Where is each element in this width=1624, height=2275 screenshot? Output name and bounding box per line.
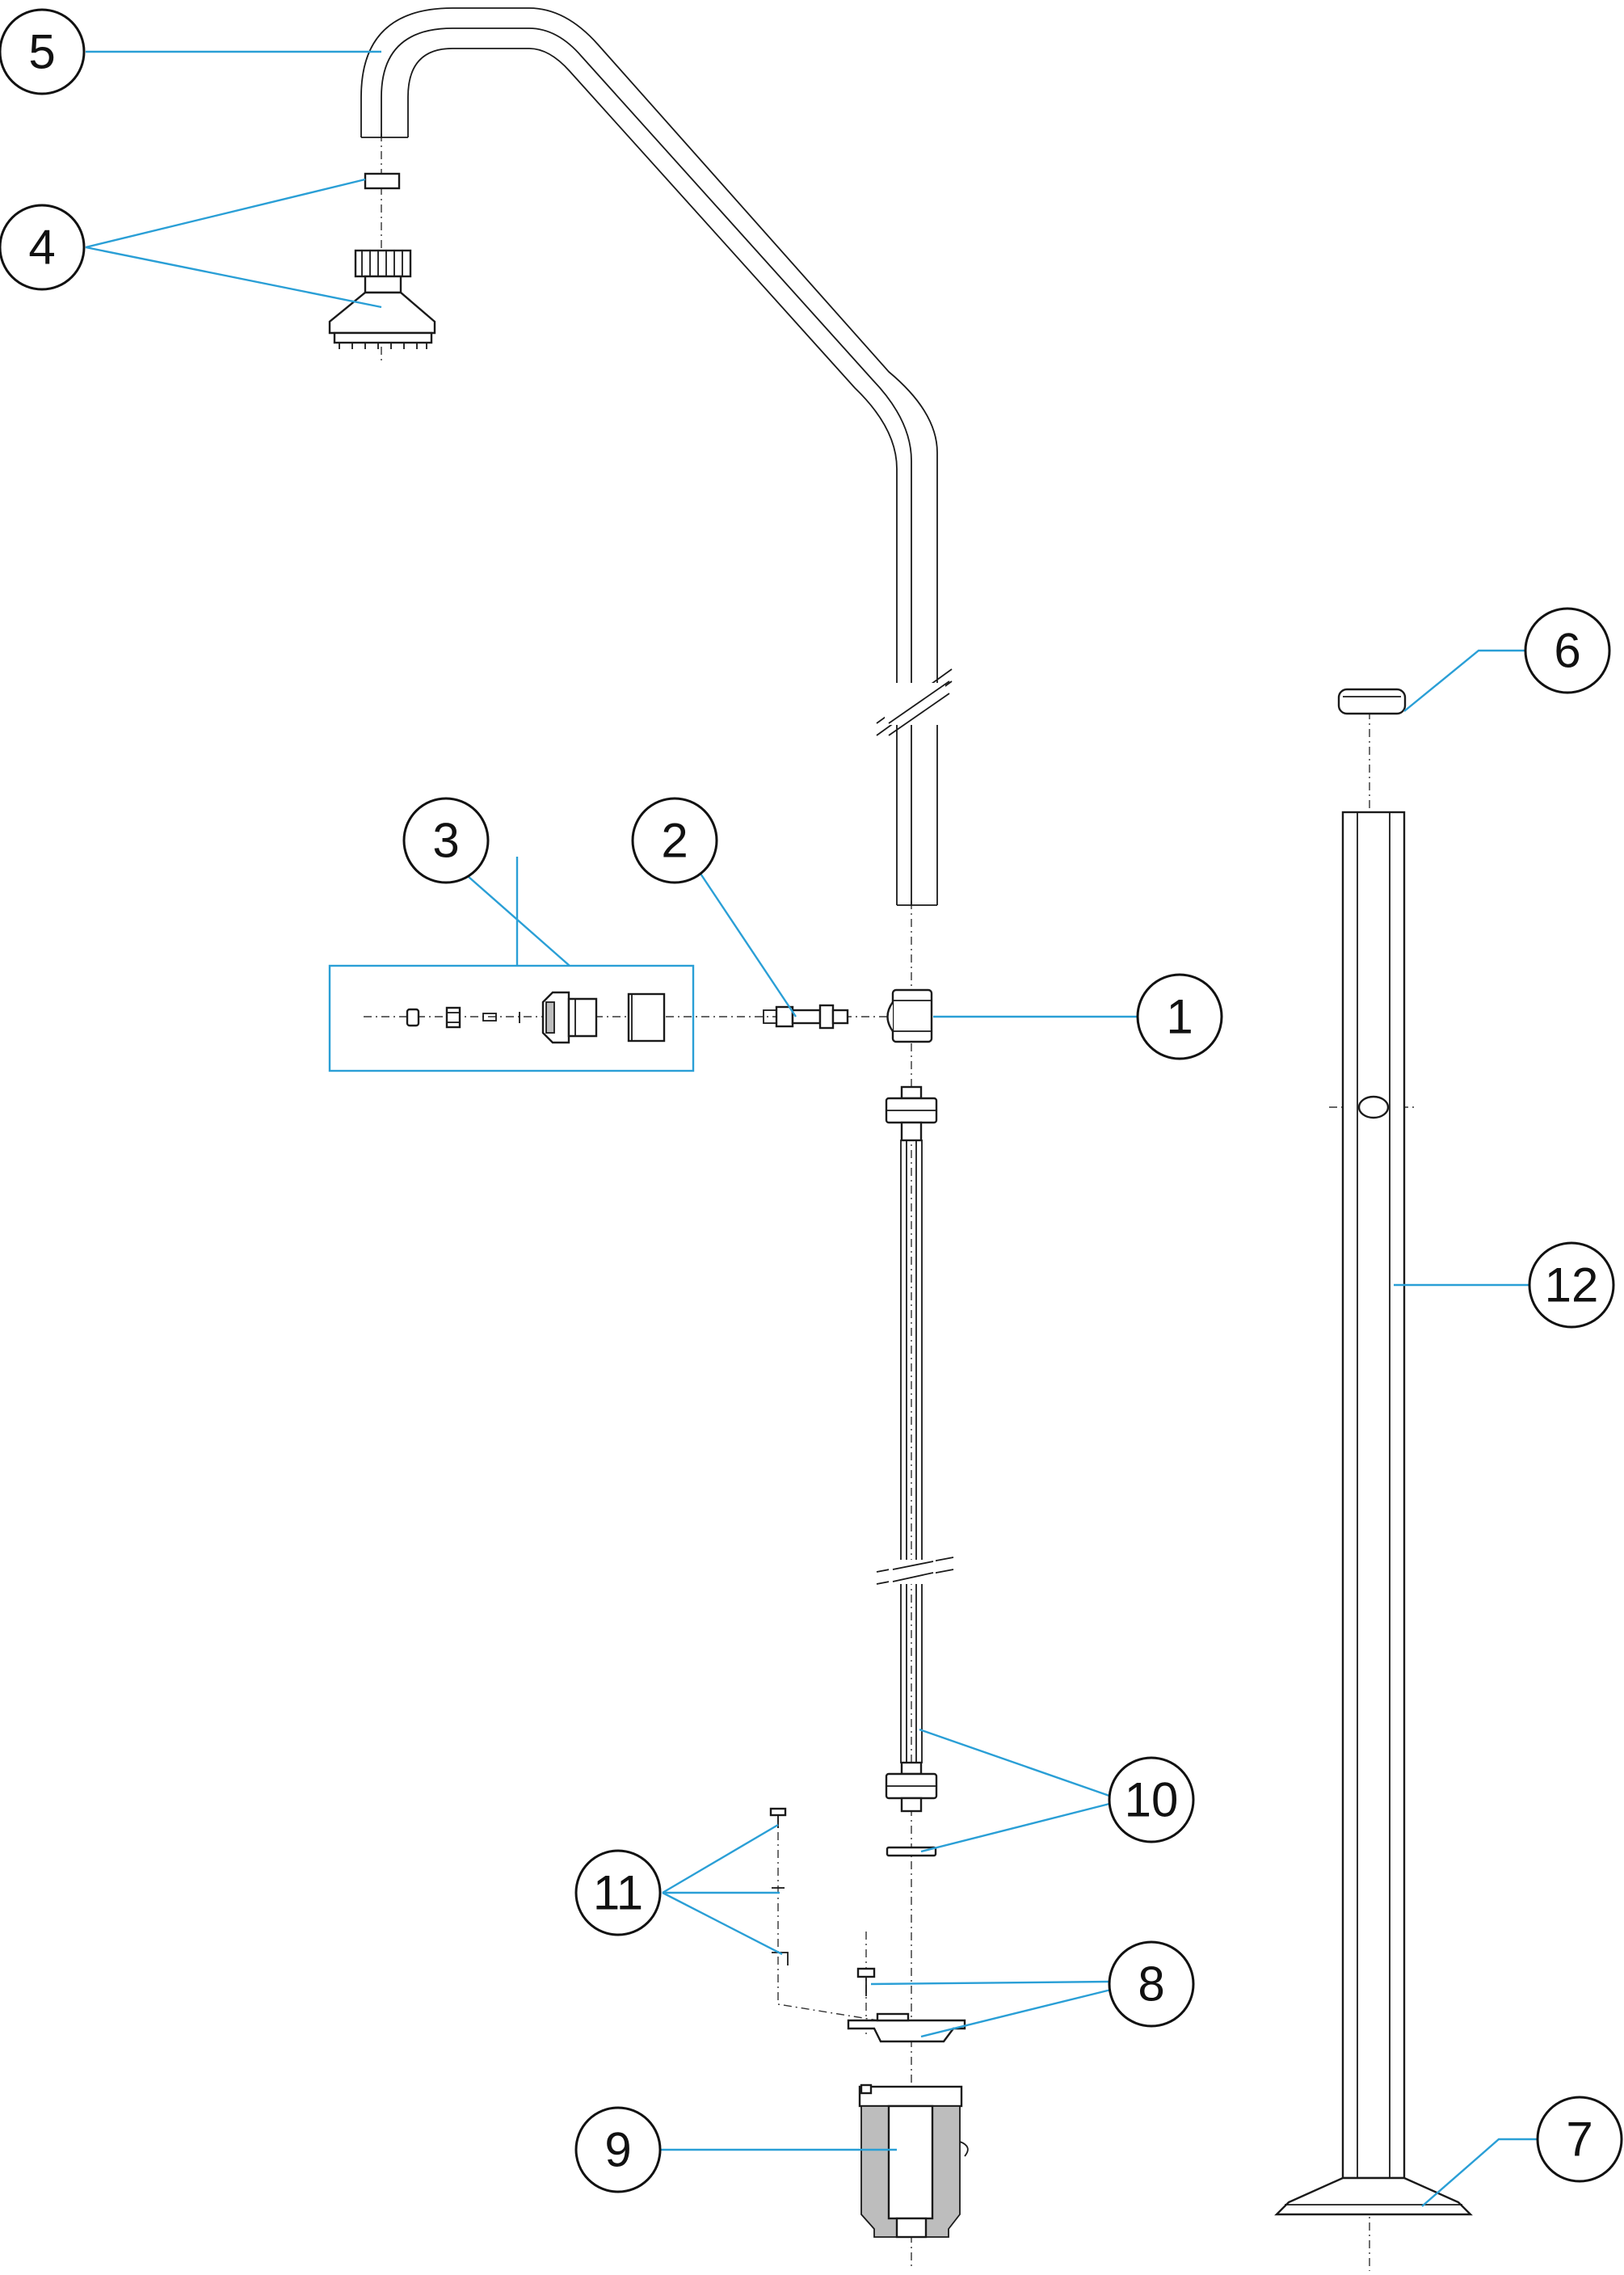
screws	[769, 1807, 789, 1965]
top-cap	[1337, 688, 1407, 715]
callout-8: 8	[1108, 1940, 1195, 2028]
callout-7: 7	[1536, 2096, 1623, 2183]
callout-12: 12	[1528, 1241, 1615, 1329]
callout-9: 9	[574, 2106, 662, 2193]
callout-12-label: 12	[1545, 1258, 1599, 1312]
callout-9-label: 9	[604, 2123, 631, 2177]
gooseneck-arm	[360, 7, 953, 906]
callout-1: 1	[1136, 973, 1223, 1060]
callout-5-label: 5	[28, 25, 55, 79]
push-valve	[763, 1004, 849, 1030]
callout-8-label: 8	[1138, 1957, 1164, 2012]
callout-2: 2	[631, 797, 718, 884]
callout-1-label: 1	[1166, 990, 1193, 1044]
base-plate	[1274, 2176, 1473, 2216]
anchor-socket	[858, 2083, 969, 2239]
leader-lines	[85, 50, 1543, 2207]
callout-10-label: 10	[1125, 1773, 1179, 1827]
callout-4: 4	[0, 204, 86, 291]
callout-2-label: 2	[661, 814, 688, 868]
shower-head	[328, 172, 436, 349]
callout-7-label: 7	[1566, 2113, 1592, 2167]
riser-pipe	[876, 1085, 954, 1857]
callout-5: 5	[0, 8, 86, 95]
valve-kit	[328, 964, 695, 1072]
flange	[847, 1967, 966, 2043]
tee-fitting	[886, 988, 933, 1043]
callout-3: 3	[402, 797, 490, 884]
callout-11: 11	[574, 1849, 662, 1936]
callout-10: 10	[1108, 1756, 1195, 1843]
callouts: 5 4 3 2 1 6 12 10	[0, 8, 1623, 2193]
callout-11-label: 11	[593, 1866, 643, 1920]
callout-4-label: 4	[28, 221, 55, 275]
column	[1341, 811, 1406, 2180]
center-axes	[364, 133, 1418, 2271]
callout-3-label: 3	[432, 814, 459, 868]
callout-6: 6	[1524, 607, 1611, 694]
callout-6-label: 6	[1554, 624, 1580, 678]
